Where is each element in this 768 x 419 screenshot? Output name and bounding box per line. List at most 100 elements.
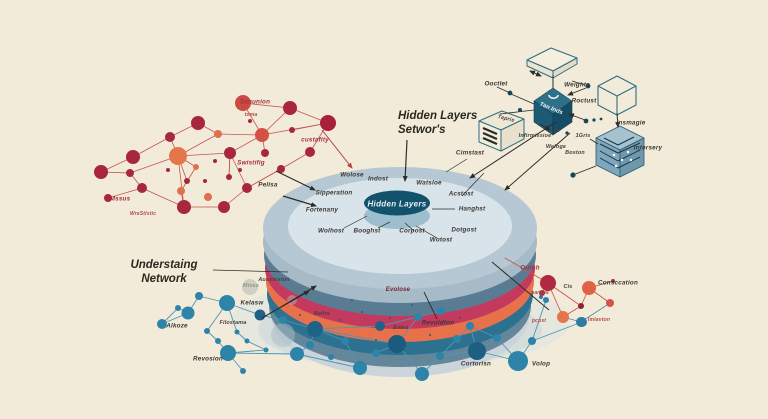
arrow bbox=[402, 139, 408, 182]
blue-network-edge bbox=[246, 340, 267, 351]
red-network-node bbox=[126, 150, 140, 164]
dot bbox=[507, 90, 513, 96]
dot bbox=[361, 311, 363, 313]
booghst-label: Booghst bbox=[353, 227, 381, 235]
blue-network-node bbox=[195, 292, 203, 300]
blue-network-node bbox=[528, 337, 536, 345]
blue-network-edge bbox=[227, 352, 298, 355]
imlavton-label: Imlavton bbox=[587, 317, 611, 323]
red-network-node bbox=[165, 132, 175, 142]
dot bbox=[592, 118, 596, 122]
blue-network-edge bbox=[314, 325, 381, 330]
red-network-node bbox=[213, 159, 217, 163]
boston-label: Boston bbox=[565, 150, 585, 156]
red-network-node bbox=[289, 127, 295, 133]
blue-network-node bbox=[204, 328, 210, 334]
connector-line bbox=[589, 138, 599, 145]
blue-network-node bbox=[175, 305, 181, 311]
hidden-layers-title-line1: Hidden Layers bbox=[398, 110, 478, 122]
red-network-node bbox=[169, 147, 187, 165]
blue-network-node bbox=[543, 297, 549, 303]
accent-network-node bbox=[582, 281, 596, 295]
red-network-node bbox=[277, 165, 285, 173]
cube-layer-lines bbox=[599, 136, 641, 169]
corpost-label: Corpost bbox=[399, 227, 425, 235]
indost-label: Indost bbox=[367, 175, 389, 183]
blue-network-node bbox=[254, 309, 266, 321]
revoldton-label: Revoldton bbox=[421, 319, 455, 327]
wrestlstic-label: WreStlstic bbox=[129, 211, 157, 217]
revosion-label: Revosion bbox=[193, 355, 223, 363]
red-network-node bbox=[204, 193, 212, 201]
red-network-node bbox=[94, 165, 108, 179]
arrow bbox=[568, 113, 586, 121]
cimstast-label: Cimstast bbox=[455, 149, 485, 157]
blue-network-edge bbox=[379, 316, 419, 327]
blue-network-node bbox=[453, 335, 461, 343]
blue-network-node bbox=[328, 354, 334, 360]
arrow bbox=[321, 129, 353, 169]
swistifig-label: Swistifig bbox=[237, 159, 265, 167]
filostama-label: Filostama bbox=[219, 320, 247, 326]
hub-top bbox=[364, 190, 430, 216]
red-network-node bbox=[203, 179, 207, 183]
connector-line bbox=[571, 80, 586, 86]
blue-network-node bbox=[279, 316, 287, 324]
sipperation-label: Sipperation bbox=[315, 189, 353, 197]
pcpst-label: pcpst bbox=[531, 318, 547, 324]
red-network-edge bbox=[280, 151, 311, 170]
blue-network-edge bbox=[439, 338, 458, 357]
blue-network-edge bbox=[314, 328, 398, 345]
understanding-network-title: Understaing Network bbox=[105, 259, 223, 287]
pelisa-label: Pelisa bbox=[258, 181, 278, 189]
roctust-label: Roctust bbox=[571, 97, 597, 105]
connector-line bbox=[510, 93, 535, 105]
red-network-node bbox=[126, 169, 134, 177]
custafity-label: custafity bbox=[301, 136, 329, 144]
accent-network-node bbox=[504, 257, 506, 259]
red-network-node bbox=[235, 95, 251, 111]
dot bbox=[351, 299, 353, 301]
accent-network-edge bbox=[580, 302, 611, 323]
cube-cluster bbox=[478, 47, 645, 178]
dot bbox=[565, 131, 569, 135]
blue-network-node bbox=[375, 321, 385, 331]
blue-network-edge bbox=[531, 321, 583, 342]
blue-network-edge bbox=[296, 353, 361, 369]
arrow bbox=[567, 87, 587, 96]
layered-blue-cube bbox=[595, 125, 645, 178]
teal-cube bbox=[533, 87, 573, 136]
connector-line bbox=[445, 158, 468, 173]
red-network-node bbox=[238, 168, 242, 172]
hanghst-label: Hanghst bbox=[458, 205, 486, 213]
watsloe-label: Watsloe bbox=[416, 179, 442, 187]
arrow bbox=[469, 121, 557, 179]
dot bbox=[629, 158, 633, 162]
red-network-node bbox=[305, 147, 315, 157]
blue-network-edge bbox=[469, 325, 498, 339]
blue-network-node bbox=[157, 319, 167, 329]
accent-network-node bbox=[578, 303, 584, 309]
mssus-label: Mssus bbox=[109, 195, 131, 203]
connector-line bbox=[491, 261, 550, 311]
red-network-node bbox=[214, 130, 222, 138]
blue-network-node bbox=[290, 347, 304, 361]
blue-network-node bbox=[415, 367, 429, 381]
dot bbox=[585, 83, 591, 89]
volop-label: Volop bbox=[531, 360, 551, 368]
crate-slats bbox=[482, 126, 498, 146]
red-network-node bbox=[283, 101, 297, 115]
blue-network-node bbox=[508, 351, 528, 371]
connector-line bbox=[572, 165, 597, 176]
blue-network-node bbox=[234, 329, 240, 335]
dot bbox=[375, 339, 377, 341]
blue-network-node bbox=[271, 323, 295, 347]
red-network-node bbox=[242, 183, 252, 193]
accent-network-node bbox=[606, 299, 614, 307]
blue-network-node bbox=[353, 361, 367, 375]
red-network-node bbox=[255, 128, 269, 142]
connector-line bbox=[212, 269, 289, 273]
blue-network-node bbox=[215, 338, 221, 344]
